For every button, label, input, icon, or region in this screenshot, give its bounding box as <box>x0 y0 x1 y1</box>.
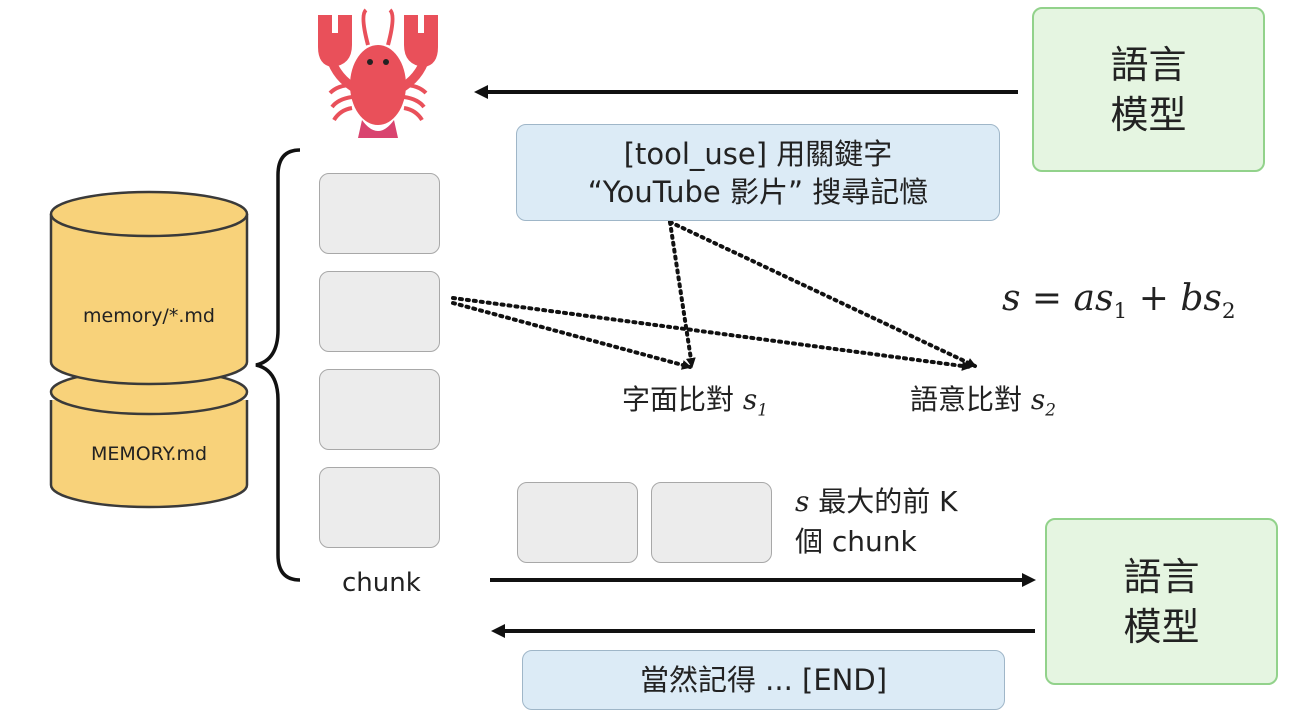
response-box: 當然記得 ... [END] <box>522 650 1005 710</box>
chunk-box <box>319 369 440 450</box>
dotted-arrow-chunk-semantic <box>451 296 972 371</box>
lm-label: 模型 <box>1123 604 1200 649</box>
tool-call-line: “YouTube 影片” 搜尋記憶 <box>587 174 929 209</box>
dotted-arrow-query-lexical <box>668 220 696 368</box>
topk-label: s 最大的前 K 個 chunk <box>795 485 958 558</box>
lobster-icon <box>318 8 438 138</box>
topk-chunk-box <box>517 482 638 563</box>
lm-label: 語言 <box>1110 42 1187 87</box>
semantic-match-label: 語意比對 s2 <box>910 383 1056 420</box>
chunk-label: chunk <box>342 568 421 598</box>
score-formula: s = as1 + bs2 <box>1002 278 1236 325</box>
lm-label: 模型 <box>1110 92 1187 137</box>
lm-label: 語言 <box>1123 554 1200 599</box>
chunk-box <box>319 173 440 254</box>
language-model-bottom: 語言 模型 <box>1045 518 1278 685</box>
tool-call-line: [tool_use] 用關鍵字 <box>623 136 893 171</box>
memory-lower-label: MEMORY.md <box>90 443 208 465</box>
chunk-box <box>319 467 440 548</box>
language-model-top: 語言 模型 <box>1032 7 1265 172</box>
chunk-box <box>319 271 440 352</box>
brace <box>255 148 301 582</box>
memory-upper-label: memory/*.md <box>83 305 215 327</box>
memory-database-icon <box>49 190 249 509</box>
response-text: 當然記得 ... [END] <box>639 663 888 697</box>
lexical-match-label: 字面比對 s1 <box>622 383 768 420</box>
dotted-arrow-chunk-lexical <box>451 301 692 370</box>
tool-use-call: [tool_use] 用關鍵字 “YouTube 影片” 搜尋記憶 <box>516 124 1000 221</box>
topk-chunk-box <box>651 482 772 563</box>
dotted-arrow-query-semantic <box>668 220 977 368</box>
